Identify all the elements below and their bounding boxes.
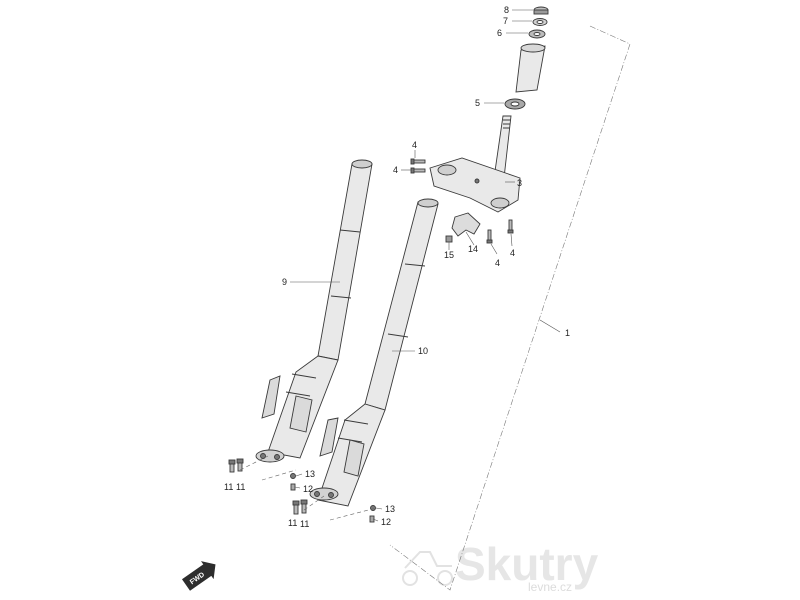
part-clamp <box>451 212 481 237</box>
axle-bolts-left <box>228 455 297 491</box>
callout-8: 8 <box>504 5 509 15</box>
callout-11-d: 11 <box>300 519 309 529</box>
forward-direction-badge: FWD <box>181 561 216 591</box>
callout-9: 9 <box>282 277 287 287</box>
callout-1: 1 <box>565 328 570 338</box>
leader-lines <box>290 9 561 522</box>
callout-4-b: 4 <box>393 165 398 175</box>
callout-4-c: 4 <box>510 248 515 258</box>
callout-4-d: 4 <box>495 258 500 268</box>
part-top-nut <box>533 6 549 15</box>
assembly-outline <box>389 25 631 591</box>
watermark-subtitle: levne.cz <box>528 580 572 594</box>
watermark-logo: Skutry levne.cz <box>402 538 599 594</box>
bolt-group-4 <box>410 158 514 244</box>
callout-13-left: 13 <box>305 469 315 479</box>
callout-11-b: 11 <box>236 482 245 492</box>
callout-12-right: 12 <box>381 517 391 527</box>
bolt-icon <box>410 167 426 174</box>
arrow-icon <box>181 561 216 591</box>
callout-14: 14 <box>468 244 478 254</box>
axle-bolts-right <box>292 495 377 523</box>
part-stem-sleeve <box>515 43 546 93</box>
part-steering-stem <box>429 115 521 213</box>
callout-6: 6 <box>497 28 502 38</box>
callout-11-a: 11 <box>224 482 233 492</box>
bolt-icon <box>236 458 244 472</box>
callout-15: 15 <box>444 250 454 260</box>
bolt-icon <box>292 500 300 515</box>
part-bearing-lower <box>504 98 526 110</box>
fork-leg-right <box>309 198 439 507</box>
callout-7: 7 <box>503 16 508 26</box>
bolt-icon <box>410 158 426 165</box>
callout-10: 10 <box>418 346 428 356</box>
callout-13-right: 13 <box>385 504 395 514</box>
part-washer <box>532 18 548 26</box>
callout-3: 3 <box>517 178 522 188</box>
callout-labels: 1 12 3 4 4 4 4 4 5 6 7 8 9 10 11 11 11 1… <box>224 5 570 529</box>
callout-4-a: 4 <box>412 140 417 150</box>
fork-leg-left <box>255 159 373 463</box>
watermark-brand: Skutry <box>455 538 599 590</box>
bolt-15 <box>445 235 453 243</box>
callout-12-left: 12 <box>303 484 313 494</box>
bolt-icon <box>300 499 308 514</box>
scooter-silhouette-icon <box>402 551 453 586</box>
part-bearing-top <box>528 29 546 39</box>
bolt-icon <box>507 219 514 234</box>
bolt-icon <box>486 229 493 244</box>
bolt-icon <box>228 459 236 473</box>
callout-11-c: 11 <box>288 518 297 528</box>
callout-5: 5 <box>475 98 480 108</box>
